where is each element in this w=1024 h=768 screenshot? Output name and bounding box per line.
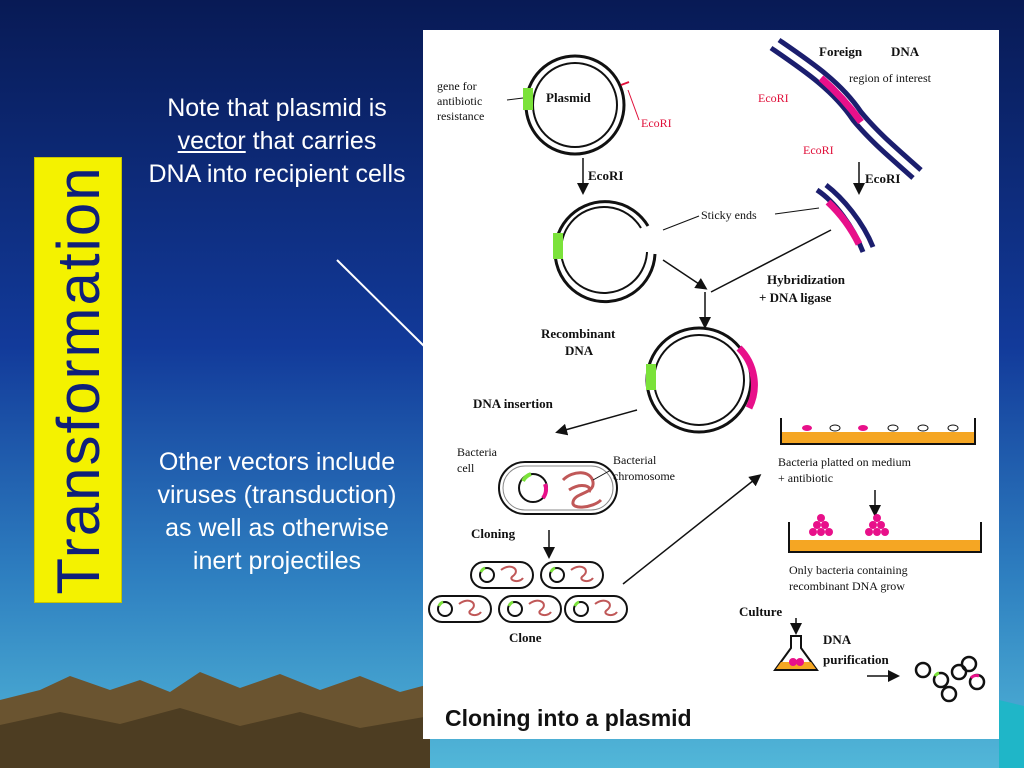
clone-cell [470, 561, 534, 589]
ecori-foreign-right: EcoRI [803, 143, 834, 157]
gene-label-line2: antibiotic [437, 94, 482, 108]
clone-label: Clone [509, 630, 542, 645]
bacteria-cell-label-2: cell [457, 461, 475, 475]
ecori-arrow-label-right: EcoRI [865, 171, 900, 186]
gene-label-line3: resistance [437, 109, 484, 123]
bacterial-chromosome-label-1: Bacterial [613, 453, 657, 467]
hybridization-label: Hybridization [767, 272, 846, 287]
only-bacteria-label-1: Only bacteria containing [789, 563, 908, 577]
clone-cell [564, 595, 628, 623]
agar-plate-2 [788, 514, 982, 553]
foreign-dna-strands [769, 37, 923, 180]
pointer-line [336, 259, 429, 351]
slide-title: Transformation [44, 165, 112, 595]
cut-foreign-fragment [815, 183, 876, 253]
bacteria-cell-label-1: Bacteria [457, 445, 498, 459]
plasmid-label: Plasmid [546, 90, 592, 105]
purification-label-1: DNA [823, 632, 852, 647]
recombinant-plasmid [645, 326, 758, 434]
region-of-interest-label: region of interest [849, 71, 932, 85]
recombinant-dna-label: DNA [565, 343, 594, 358]
culture-label: Culture [739, 604, 782, 619]
platted-label-1: Bacteria platted on medium [778, 455, 912, 469]
note-vector: Note that plasmid is vector that carries… [148, 92, 406, 191]
platted-label-2: + antibiotic [778, 471, 833, 485]
ecori-arrow-label-left: EcoRI [588, 168, 623, 183]
note-vector-text-start: Note that plasmid is [167, 94, 387, 122]
only-bacteria-label-2: recombinant DNA grow [789, 579, 905, 593]
bacterial-chromosome-label-2: chromosome [613, 469, 675, 483]
recombinant-label: Recombinant [541, 326, 616, 341]
clone-cell [428, 595, 492, 623]
gene-label-line1: gene for [437, 79, 477, 93]
cloning-diagram: Plasmid gene for antibiotic resistance E… [428, 37, 986, 731]
dna-label: DNA [891, 44, 920, 59]
clone-cell [498, 595, 562, 623]
clone-cell [540, 561, 604, 589]
dna-insertion-label: DNA insertion [473, 396, 554, 411]
ligase-label: + DNA ligase [759, 290, 832, 305]
plasmid-circle [523, 54, 630, 156]
purified-plasmids [914, 655, 986, 703]
cut-plasmid [553, 200, 657, 304]
note-vector-text-end: that carries DNA into recipient cells [148, 127, 406, 188]
agar-plate-1 [780, 418, 976, 445]
culture-flask [773, 635, 819, 671]
title-box: Transformation [34, 157, 122, 603]
cloning-diagram-panel: Plasmid gene for antibiotic resistance E… [423, 30, 999, 739]
bacteria-cell [498, 461, 618, 515]
clone-cells [428, 561, 628, 623]
foreign-label: Foreign [819, 44, 863, 59]
purification-label-2: purification [823, 652, 889, 667]
cloning-label: Cloning [471, 526, 516, 541]
diagram-caption: Cloning into a plasmid [445, 705, 692, 731]
ecori-foreign-left: EcoRI [758, 91, 789, 105]
note-vector-emphasis: vector [177, 127, 246, 155]
note-other-vectors: Other vectors include viruses (transduct… [157, 448, 397, 575]
sticky-ends-label: Sticky ends [701, 208, 757, 222]
ecori-plasmid-label: EcoRI [641, 116, 672, 130]
